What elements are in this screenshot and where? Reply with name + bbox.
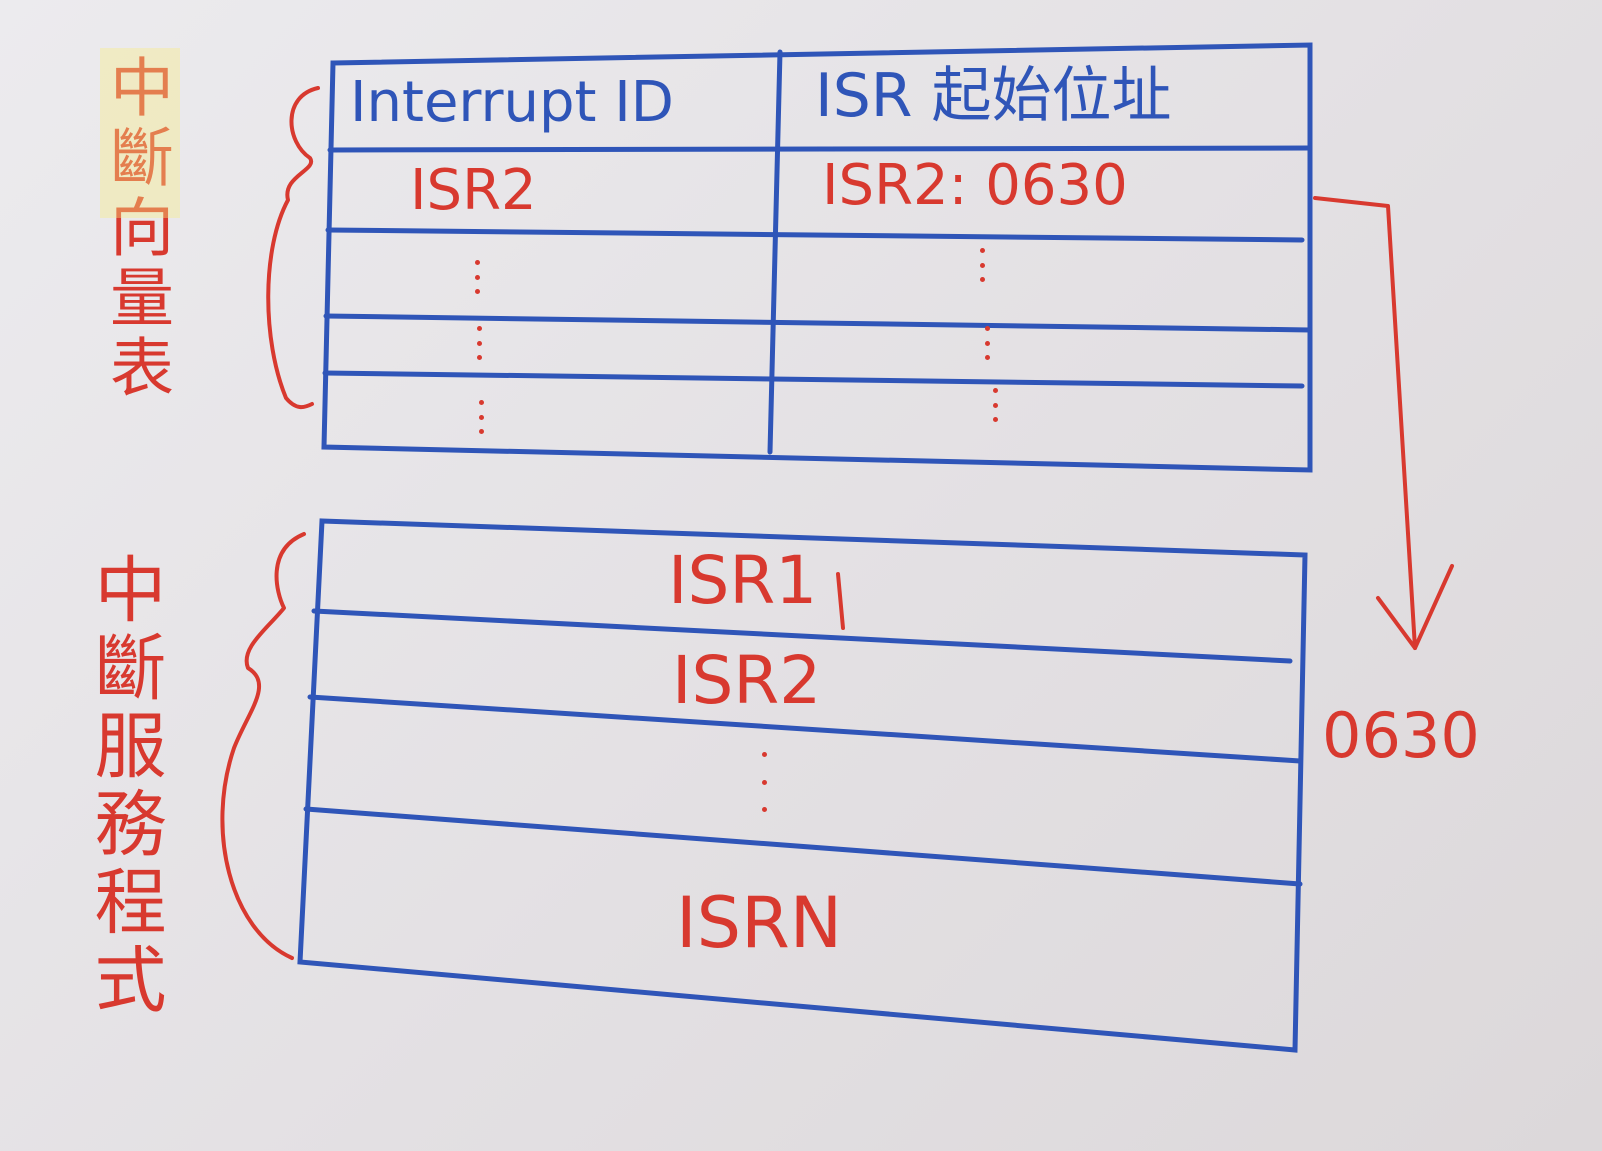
vector-filler-dots [470,260,484,294]
routines-row-line-3 [303,806,1303,887]
pointer-address-label: 0630 [1322,699,1480,772]
service-routines-label: 中斷服務程式 [82,552,166,1020]
routine-isrn: ISRN [676,882,843,964]
routines-table-grid [297,518,1308,1053]
vector-table-outer-border [321,42,1313,473]
routines-table-outer-border [297,518,1308,1053]
vector-row-start-address: ISR2: 0630 [822,153,1128,218]
routines-row-line-1 [311,608,1293,664]
vector-filler-dots [474,400,488,434]
vector-table-column-divider [767,49,783,455]
vector-filler-dots [975,248,989,282]
routine-filler-dots [757,752,771,812]
vector-table-label: 中斷向量表 [99,54,173,404]
vector-table-label-text: 中斷向量表 [99,54,173,404]
vector-row-interrupt-id: ISR2 [410,158,537,223]
vector-table-row-line-3 [322,370,1305,389]
routine-isr1: ISR1 [668,542,818,619]
routines-row-line-2 [307,694,1303,764]
service-routines-label-text: 中斷服務程式 [82,552,166,1020]
address-pointer-arrow [1313,196,1417,650]
vector-table-row-line-1 [325,227,1305,243]
highlighter-mark [100,48,180,218]
routine-isr2: ISR2 [672,642,822,719]
vector-table-brace [266,86,320,410]
header-isr-start-address: ISR 起始位址 [815,61,1172,131]
routines-table-brace [220,532,306,960]
vector-filler-dots [980,326,994,360]
header-interrupt-id: Interrupt ID [350,70,674,135]
address-pointer-arrowhead [1376,564,1454,650]
vector-table-row-line-2 [323,313,1313,333]
vector-table-header-line [327,145,1313,153]
vector-filler-dots [988,388,1002,422]
vector-table-grid [321,42,1313,473]
isr1-tick-mark [836,572,845,630]
vector-filler-dots [472,326,486,360]
